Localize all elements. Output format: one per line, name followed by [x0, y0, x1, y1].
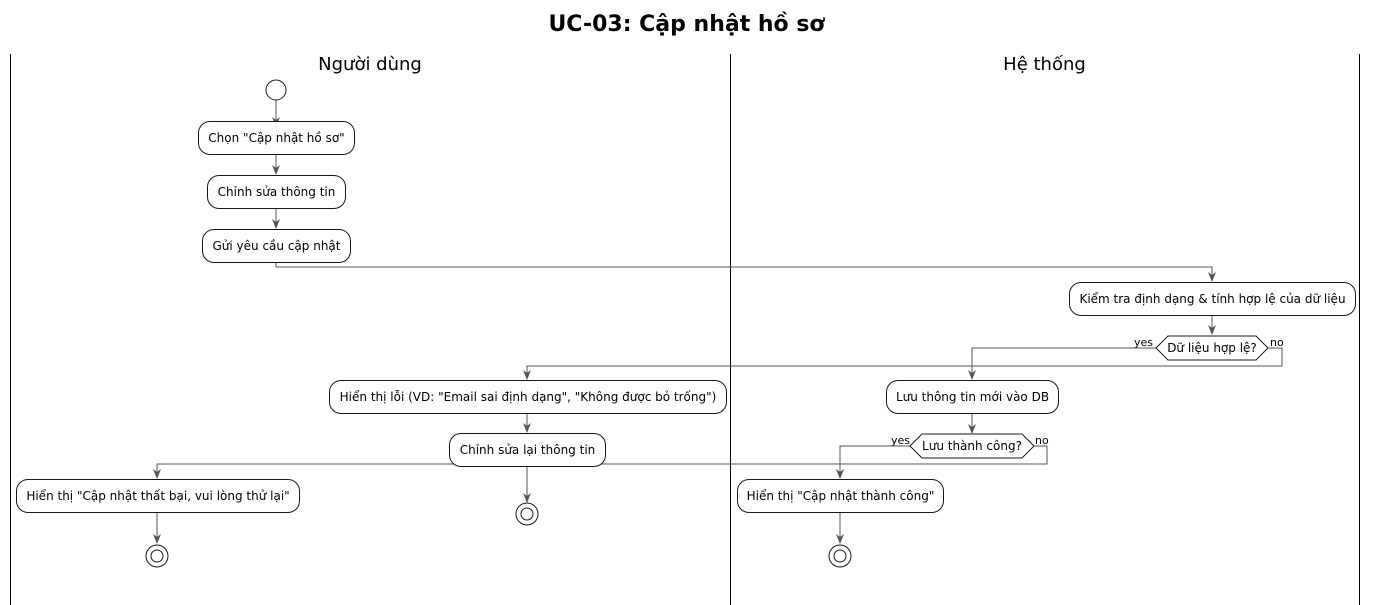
node-choose-update: Chọn "Cập nhật hồ sơ" [198, 121, 355, 155]
decision-label-valid: Dữ liệu hợp lệ? [1167, 341, 1257, 355]
edge-send-to-validate [275, 262, 1216, 282]
edge-decision-no-to-error [523, 347, 1283, 380]
lane-divider-middle [730, 54, 731, 605]
node-validate: Kiểm tra định dạng & tính hợp lệ của dữ … [1069, 282, 1356, 316]
branch-label-valid-no: no [1270, 336, 1284, 349]
lane-title-user: Người dùng [318, 54, 422, 75]
node-show-fail: Hiển thị "Cập nhật thất bại, vui lòng th… [16, 479, 300, 513]
edge-decision-yes-to-save [968, 347, 1156, 380]
decision-diamond-save [909, 433, 1035, 459]
start-node [265, 79, 287, 101]
node-show-success: Hiển thị "Cập nhật thành công" [737, 479, 944, 513]
diagram-title: UC-03: Cập nhật hồ sơ [548, 12, 825, 37]
end-node-reedit [515, 502, 539, 526]
node-re-edit: Chỉnh sửa lại thông tin [449, 433, 606, 467]
node-show-error: Hiển thị lỗi (VD: "Email sai định dạng",… [329, 380, 727, 414]
end-node-fail [145, 544, 169, 568]
lane-divider-right [1359, 54, 1360, 605]
branch-label-valid-yes: yes [1134, 336, 1154, 349]
decision-diamond-valid [1155, 335, 1269, 361]
lane-divider-left [10, 54, 11, 605]
branch-label-save-yes: yes [891, 434, 911, 447]
edge-savedecision-no-to-fail [153, 445, 1048, 479]
node-edit-info: Chỉnh sửa thông tin [207, 175, 346, 209]
node-send-request: Gửi yêu cầu cập nhật [202, 229, 351, 263]
node-save-db: Lưu thông tin mới vào DB [886, 380, 1059, 414]
end-node-success [828, 544, 852, 568]
edge-savedecision-yes-to-success [836, 445, 910, 479]
lane-title-system: Hệ thống [1003, 54, 1086, 75]
decision-label-save: Lưu thành công? [922, 439, 1022, 453]
branch-label-save-no: no [1035, 434, 1049, 447]
